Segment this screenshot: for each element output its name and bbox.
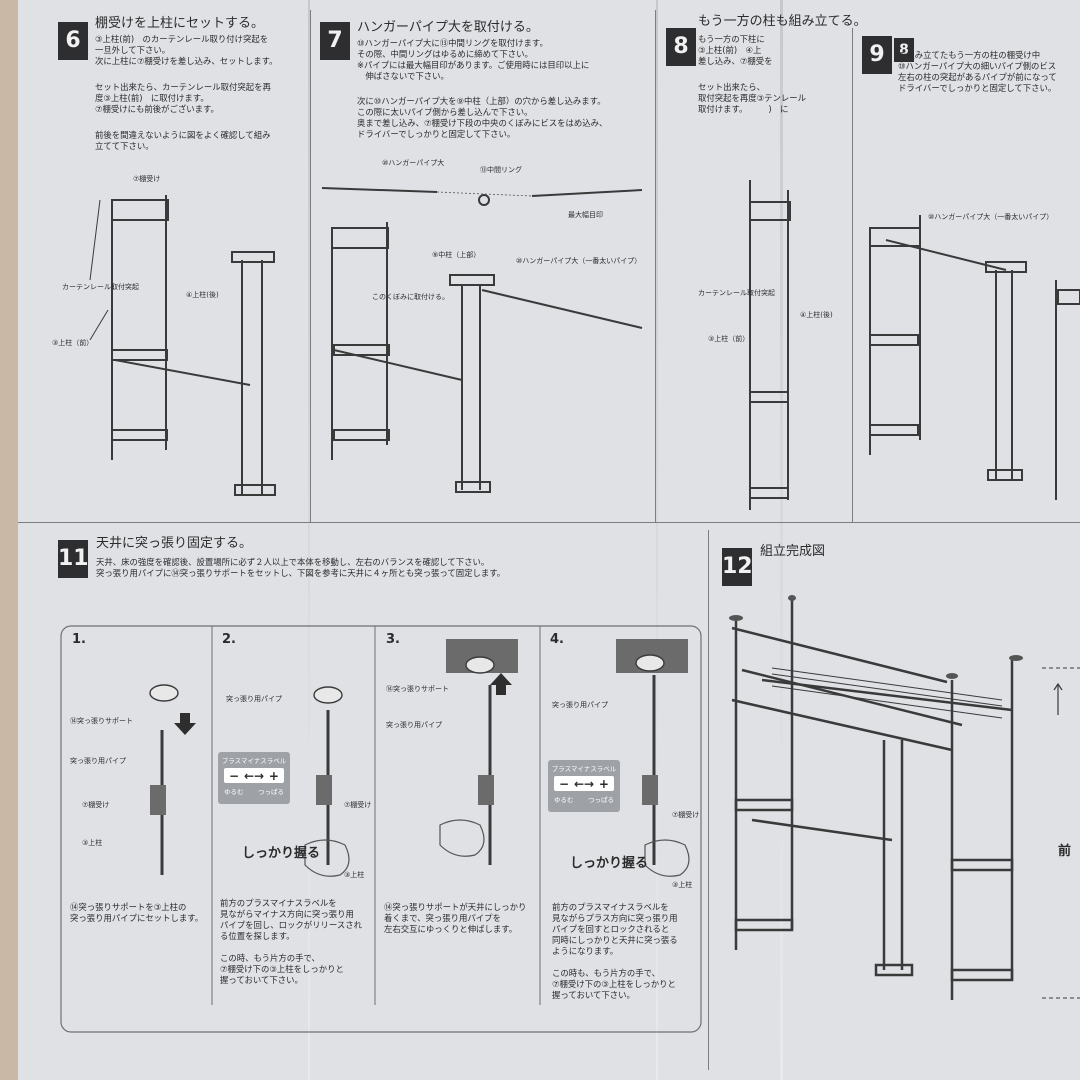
paper-fold bbox=[656, 0, 658, 1080]
panel-divider bbox=[655, 10, 656, 522]
step-number: 7 bbox=[320, 22, 350, 60]
step-8-frame-illustration bbox=[749, 180, 791, 510]
panel-divider bbox=[18, 522, 1080, 523]
substep-number: 3. bbox=[386, 632, 400, 647]
part-label: 突っ張り用パイプ bbox=[226, 695, 282, 703]
step-text: 天井、床の強度を確認後、設置場所に必ず２人以上で本体を移動し、左右のバランスを確… bbox=[96, 557, 506, 578]
part-label: 突っ張り用パイプ bbox=[70, 757, 126, 765]
step-number: 6 bbox=[58, 22, 88, 60]
double-arrow-icon: ←→ bbox=[573, 776, 595, 791]
tighten-label: つっぱる bbox=[588, 796, 614, 804]
part-label: カーテンレール取付突起 bbox=[698, 289, 775, 297]
part-label: ③上柱 bbox=[82, 839, 103, 847]
part-label: ③上柱 bbox=[344, 871, 365, 879]
step-number: 9 bbox=[862, 36, 892, 74]
part-label: ⑩ハンガーパイプ大（一番太いパイプ） bbox=[516, 257, 642, 265]
paper-fold bbox=[308, 0, 310, 1080]
substep-text: ⑭突っ張りサポートが天井にしっかり 着くまで、突っ張り用パイプを 左右交互にゆっ… bbox=[384, 902, 527, 934]
plus-minus-label-title: プラスマイナスラベル bbox=[221, 757, 287, 765]
minus-sign: − bbox=[559, 776, 570, 791]
double-arrow-icon: ←→ bbox=[243, 768, 265, 783]
part-label: ⑦棚受け bbox=[672, 811, 700, 819]
part-label: ⑦棚受け bbox=[82, 801, 110, 809]
tighten-label: つっぱる bbox=[258, 788, 284, 796]
part-label: ③上柱 bbox=[672, 881, 693, 889]
substep-text: 前方のプラスマイナスラベルを 見ながらマイナス方向に突っ張り用 パイプを回し、ロ… bbox=[220, 898, 362, 985]
step-text: もう一方の下柱に ③上柱(前) ④上 差し込み、⑦棚受を bbox=[698, 34, 773, 66]
part-label: ⑭突っ張りサポート bbox=[70, 717, 133, 725]
plus-minus-label-title: プラスマイナスラベル bbox=[551, 765, 617, 773]
step-text: 前後を間違えないように図をよく確認して組み 立てて下さい。 bbox=[95, 130, 271, 151]
step-title: 棚受けを上柱にセットする。 bbox=[95, 16, 265, 31]
part-label: 突っ張り用パイプ bbox=[386, 721, 442, 729]
part-label: カーテンレール取付突起 bbox=[62, 283, 139, 291]
part-label: ③上柱（前） bbox=[708, 335, 750, 343]
substep-text: ⑭突っ張りサポートを③上柱の 突っ張り用パイプにセットします。 bbox=[70, 902, 204, 923]
step-title: ハンガーパイプ大を取付ける。 bbox=[357, 20, 539, 35]
step-text: 次に⑩ハンガーパイプ大を⑨中柱（上部）の穴から差し込みます。 この際に太いパイプ… bbox=[357, 96, 608, 139]
loosen-label: ゆるむ bbox=[224, 788, 244, 796]
part-label: ⑭突っ張りサポート bbox=[386, 685, 449, 693]
completed-rack-illustration bbox=[729, 595, 1080, 1000]
part-label: ⑩ハンガーパイプ大 bbox=[382, 159, 445, 167]
step-text: で組み立てたもう一方の柱の棚受け中 ⑩ハンガーパイプ大の細いパイプ側のビス 左右… bbox=[898, 50, 1057, 93]
loosen-label: ゆるむ bbox=[554, 796, 574, 804]
front-side-label: 前 bbox=[1058, 844, 1072, 859]
substep-number: 1. bbox=[72, 632, 86, 647]
step-text: ③上柱(前) のカーテンレール取り付け突起を 一旦外して下さい。 次に上柱に⑦棚… bbox=[95, 34, 278, 66]
panel-divider bbox=[310, 10, 311, 522]
part-label: ③上柱（前） bbox=[52, 339, 94, 347]
plus-sign: + bbox=[598, 776, 609, 791]
plus-sign: + bbox=[268, 768, 279, 783]
step-title: もう一方の柱も組み立てる。 bbox=[698, 14, 867, 29]
part-label: ⑦棚受け bbox=[133, 175, 161, 183]
step-reference-number: 8 bbox=[894, 38, 914, 62]
part-label: ⑩ハンガーパイプ大（一番太いパイプ） bbox=[928, 213, 1054, 221]
grip-firmly-callout: しっかり握る bbox=[570, 856, 649, 871]
part-label: 最大幅目印 bbox=[568, 211, 603, 219]
part-label: 突っ張り用パイプ bbox=[552, 701, 608, 709]
step-title: 天井に突っ張り固定する。 bbox=[96, 536, 253, 551]
part-label: ④上柱(後) bbox=[800, 311, 833, 319]
step-number: 8 bbox=[666, 28, 696, 66]
step-title: 組立完成図 bbox=[760, 544, 826, 559]
substep-number: 2. bbox=[222, 632, 236, 647]
part-label: ⑬中間リング bbox=[480, 166, 522, 174]
step-6-frame-illustration bbox=[89, 195, 276, 496]
plus-minus-label: プラスマイナスラベル −←→+ ゆるむ つっぱる bbox=[218, 752, 290, 804]
panel-divider bbox=[708, 530, 709, 1070]
paper-fold bbox=[780, 0, 783, 1080]
step-7-pipe-illustration bbox=[321, 187, 643, 493]
step-text: セット出来たら、カーテンレール取付突起を再 度③上柱(前) に取付けます。 ⑦棚… bbox=[95, 82, 271, 114]
minus-sign: − bbox=[229, 768, 240, 783]
part-label: ④上柱(後) bbox=[186, 291, 219, 299]
step-text: セット出来たら、 取付突起を再度③テンレール 取付けます。 ) に bbox=[698, 82, 807, 114]
part-label: このくぼみに取付ける。 bbox=[372, 293, 449, 301]
part-label: ⑨中柱（上部） bbox=[432, 251, 481, 259]
plus-minus-label: プラスマイナスラベル −←→+ ゆるむ つっぱる bbox=[548, 760, 620, 812]
substep-text: 前方のプラスマイナスラベルを 見ながらプラス方向に突っ張り用 パイプを回すとロッ… bbox=[552, 902, 678, 1000]
step-number: 12 bbox=[722, 548, 753, 586]
step-number: 11 bbox=[58, 540, 89, 578]
substep-number: 4. bbox=[550, 632, 564, 647]
panel-divider bbox=[852, 28, 853, 522]
part-label: ⑦棚受け bbox=[344, 801, 372, 809]
step-11-substeps-frame bbox=[60, 625, 702, 1033]
step-9-frame-illustration bbox=[869, 215, 1080, 500]
grip-firmly-callout: しっかり握る bbox=[242, 846, 321, 861]
step-text: ⑩ハンガーパイプ大に⑬中間リングを取付けます。 その際、中間リングはゆるめに締め… bbox=[357, 38, 590, 81]
